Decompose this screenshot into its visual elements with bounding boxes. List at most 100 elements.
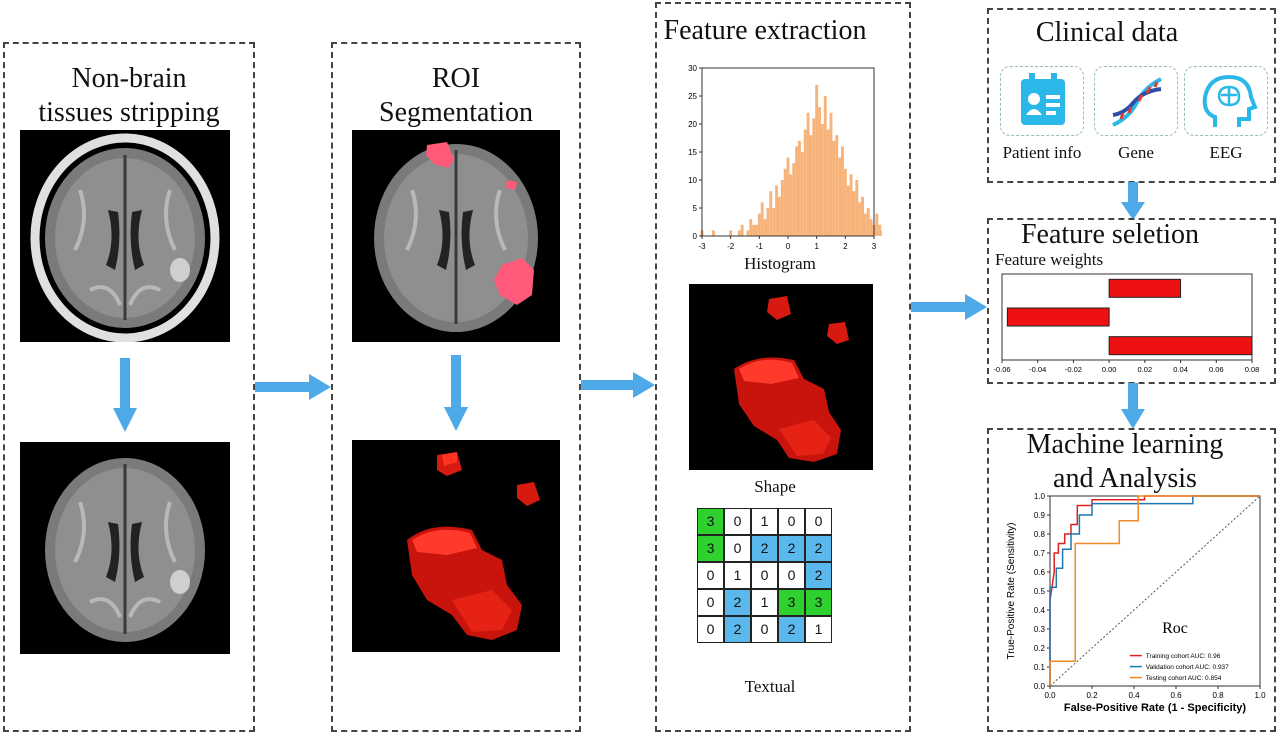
right-arrow-icon <box>911 294 987 320</box>
histogram-bar <box>806 112 810 236</box>
histogram-bar <box>789 174 793 236</box>
histogram-xtick-label: 3 <box>872 242 877 250</box>
texture-cell: 1 <box>724 562 751 589</box>
machine-learning-panel <box>987 428 1276 732</box>
patient-info-card <box>1000 66 1084 136</box>
roc-legend-entry: Validation cohort AUC: 0.937 <box>1146 664 1229 671</box>
texture-cell: 2 <box>724 589 751 616</box>
histogram-bar <box>746 230 750 236</box>
mri-original-image <box>20 130 230 342</box>
roi-title: ROI Segmentation <box>379 63 533 128</box>
texture-cell: 0 <box>697 616 724 643</box>
clinical-data-title: Clinical data <box>1035 17 1179 48</box>
histogram-bar <box>838 157 842 236</box>
gene-card <box>1094 66 1178 136</box>
histogram-ytick-label: 15 <box>688 148 697 157</box>
mri-stripped-image <box>20 442 230 654</box>
histogram-bar <box>815 84 819 236</box>
histogram-bar <box>803 129 807 236</box>
histogram-bar <box>818 107 821 236</box>
roc-ytick-label: 0.8 <box>1034 530 1046 539</box>
texture-cell: 1 <box>805 616 832 643</box>
histogram-xtick-label: 0 <box>786 242 791 250</box>
texture-cell: 0 <box>778 508 805 535</box>
gene-label: Gene <box>1118 143 1154 162</box>
histogram-label: Histogram <box>744 254 816 273</box>
histogram-ytick-label: 0 <box>693 232 698 241</box>
right-arrow-icon <box>255 374 331 400</box>
right-arrow-icon <box>581 372 655 398</box>
stripping-title: Non-brain tissues stripping <box>38 63 220 128</box>
histogram-bar <box>763 219 767 236</box>
texture-cell: 2 <box>805 562 832 589</box>
histogram-ytick-label: 5 <box>693 204 698 213</box>
eeg-label: EEG <box>1209 143 1243 162</box>
histogram-bar <box>769 191 773 236</box>
roc-legend-entry: Training cohort AUC: 0.96 <box>1146 653 1221 660</box>
stripping-panel <box>3 42 255 732</box>
roc-xtick-label: 0.0 <box>1044 691 1056 700</box>
histogram-bar <box>795 146 799 236</box>
texture-cell: 0 <box>751 562 778 589</box>
weights-xtick-label: -0.06 <box>993 365 1010 374</box>
weight-bar <box>1108 336 1253 356</box>
shape-label: Shape <box>754 477 796 496</box>
roc-ytick-label: 0.9 <box>1034 511 1046 520</box>
dna-icon <box>1112 77 1162 127</box>
histogram-xtick-label: 2 <box>843 242 848 250</box>
roc-curve <box>1049 495 1260 686</box>
histogram-ytick-label: 20 <box>688 120 697 129</box>
histogram-bar <box>780 180 784 236</box>
histogram-bar <box>798 140 801 236</box>
roc-xtick-label: 0.8 <box>1212 691 1224 700</box>
down-arrow-icon <box>1121 383 1145 429</box>
roc-ytick-label: 0.0 <box>1034 682 1046 691</box>
texture-cell: 3 <box>697 508 724 535</box>
roc-xtick-label: 0.4 <box>1128 691 1140 700</box>
histogram-bar <box>752 224 756 236</box>
down-arrow-icon <box>444 355 468 431</box>
histogram-bar <box>809 135 813 236</box>
textual-label: Textual <box>744 677 796 696</box>
roc-xtick-label: 0.2 <box>1086 691 1098 700</box>
histogram-xtick-label: -1 <box>756 242 764 250</box>
shape-3d-render <box>689 284 873 470</box>
texture-cell: 3 <box>805 589 832 616</box>
histogram-bar <box>757 213 761 236</box>
roc-ytick-label: 0.7 <box>1034 549 1046 558</box>
histogram-bar <box>846 185 850 236</box>
texture-cell: 1 <box>751 589 778 616</box>
histogram-bar <box>783 168 787 236</box>
patient-id-icon <box>1021 73 1065 125</box>
weights-xtick-label: 0.02 <box>1138 365 1153 374</box>
roc-ylabel: True-Positive Rate (Sensitivity) <box>1006 523 1017 660</box>
histogram-bar <box>826 129 830 236</box>
histogram-xtick-label: -3 <box>698 242 706 250</box>
histogram-bar <box>740 224 744 236</box>
histogram-bar <box>863 213 867 236</box>
weights-xtick-label: 0.04 <box>1173 365 1188 374</box>
roc-ytick-label: 0.3 <box>1034 625 1046 634</box>
weights-xtick-label: 0.08 <box>1245 365 1260 374</box>
weights-xtick-label: 0.00 <box>1102 365 1117 374</box>
histogram-bar <box>875 213 879 236</box>
histogram-bar <box>792 163 796 236</box>
weights-frame <box>1001 273 1253 361</box>
roi-panel <box>331 42 581 732</box>
weight-bar <box>1108 278 1182 298</box>
roc-legend-entry: Testing cohort AUC: 0.854 <box>1146 675 1222 682</box>
texture-cell: 0 <box>751 616 778 643</box>
roc-xlabel: False-Positive Rate (1 - Specificity) <box>1064 702 1247 714</box>
histogram-bar <box>760 202 764 236</box>
histogram-bar <box>777 196 781 236</box>
brain-head-icon <box>1202 74 1258 127</box>
roc-ytick-label: 0.1 <box>1034 663 1046 672</box>
histogram-bar <box>841 146 844 236</box>
histogram-ytick-label: 30 <box>688 64 697 73</box>
texture-cell: 2 <box>724 616 751 643</box>
roc-ytick-label: 0.2 <box>1034 644 1046 653</box>
histogram-ytick-label: 10 <box>688 176 697 185</box>
roc-label: Roc <box>1162 620 1188 637</box>
texture-cell: 3 <box>697 535 724 562</box>
